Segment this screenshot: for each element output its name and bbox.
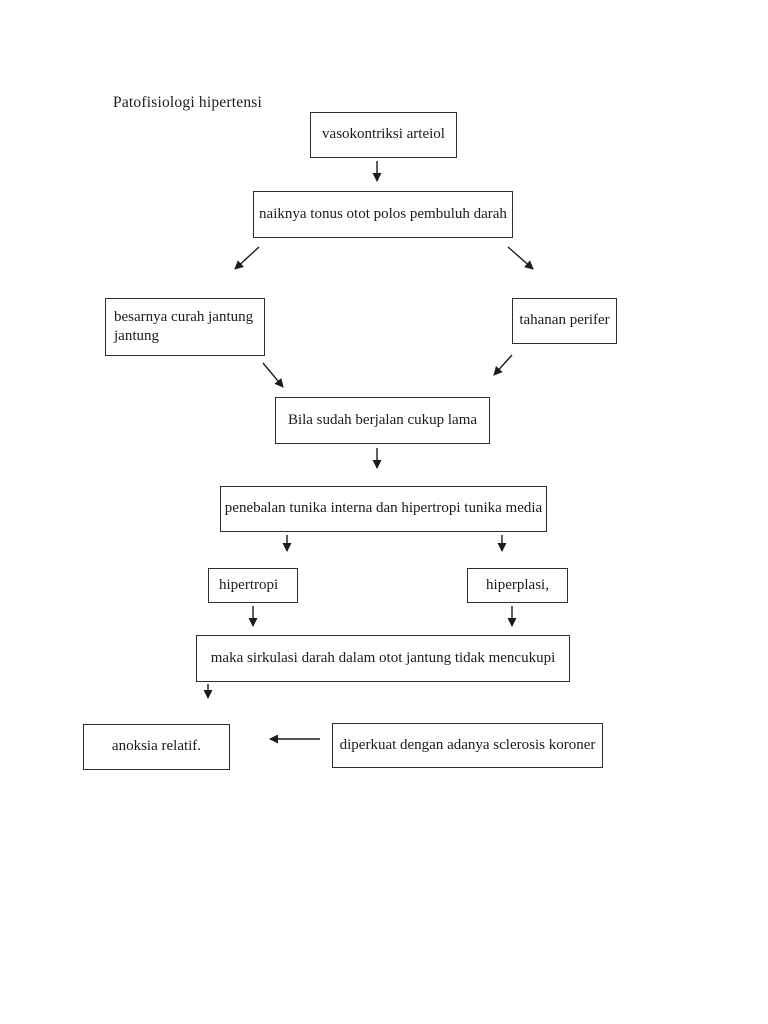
node-sirkulasi-darah-tidak-mencukupi: maka sirkulasi darah dalam otot jantung … — [196, 635, 570, 682]
node-vasokontriksi-arteiol: vasokontriksi arteiol — [310, 112, 457, 158]
node-hiperplasi: hiperplasi, — [467, 568, 568, 603]
node-hipertropi: hipertropi — [208, 568, 298, 603]
arrow-tonus-to-curah — [234, 246, 260, 270]
diagram-title: Patofisiologi hipertensi — [113, 94, 263, 111]
arrow-tahanan-to-berjalan — [493, 354, 513, 376]
node-anoksia-relatif: anoksia relatif. — [83, 724, 230, 770]
node-penebalan-tunika-interna: penebalan tunika interna dan hipertropi … — [220, 486, 547, 532]
arrow-tonus-to-tahanan — [507, 246, 534, 270]
node-naiknya-tonus-otot-polos: naiknya tonus otot polos pembuluh darah — [253, 191, 513, 238]
arrow-curah-to-berjalan — [262, 362, 284, 388]
node-diperkuat-sclerosis-koroner: diperkuat dengan adanya sclerosis korone… — [332, 723, 603, 768]
node-bila-sudah-berjalan-cukup-lama: Bila sudah berjalan cukup lama — [275, 397, 490, 444]
node-tahanan-perifer: tahanan perifer — [512, 298, 617, 344]
node-besarnya-curah-jantung: besarnya curah jantung jantung — [105, 298, 265, 356]
